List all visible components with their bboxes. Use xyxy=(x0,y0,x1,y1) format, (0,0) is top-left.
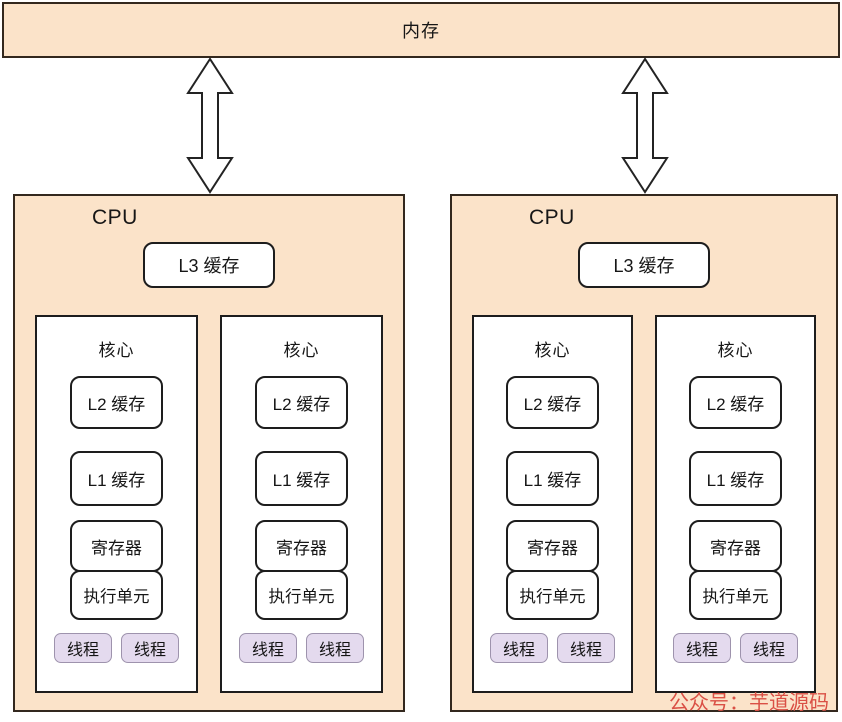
core-box: 核心 L2 缓存 L1 缓存 寄存器 执行单元 线程 线程 xyxy=(35,315,198,693)
core-label: 核心 xyxy=(283,341,320,360)
l1-cache-box: L1 缓存 xyxy=(506,451,599,506)
l1-cache-label: L1 缓存 xyxy=(523,471,582,490)
threads-row: 线程 线程 xyxy=(490,633,615,663)
l3-cache-label: L3 缓存 xyxy=(178,256,240,276)
execution-unit-label: 执行单元 xyxy=(83,588,150,606)
l2-cache-box: L2 缓存 xyxy=(506,376,599,429)
threads-row: 线程 线程 xyxy=(54,633,179,663)
registers-label: 寄存器 xyxy=(710,538,761,558)
l1-cache-label: L1 缓存 xyxy=(272,471,331,490)
execution-unit-box: 执行单元 xyxy=(70,570,163,620)
threads-row: 线程 线程 xyxy=(239,633,364,663)
threads-row: 线程 线程 xyxy=(673,633,798,663)
thread-badge: 线程 xyxy=(54,633,112,663)
l3-cache-box: L3 缓存 xyxy=(143,242,275,288)
l1-cache-box: L1 缓存 xyxy=(689,451,782,506)
cpu-label: CPU xyxy=(529,206,575,229)
core-box: 核心 L2 缓存 L1 缓存 寄存器 执行单元 线程 线程 xyxy=(220,315,383,693)
l3-cache-box: L3 缓存 xyxy=(578,242,710,288)
thread-label: 线程 xyxy=(569,642,602,659)
execution-unit-box: 执行单元 xyxy=(506,570,599,620)
l2-cache-box: L2 缓存 xyxy=(255,376,348,429)
thread-badge: 线程 xyxy=(673,633,731,663)
thread-badge: 线程 xyxy=(306,633,364,663)
thread-label: 线程 xyxy=(685,642,718,659)
l1-cache-box: L1 缓存 xyxy=(70,451,163,506)
thread-badge: 线程 xyxy=(557,633,615,663)
l2-cache-box: L2 缓存 xyxy=(70,376,163,429)
core-box: 核心 L2 缓存 L1 缓存 寄存器 执行单元 线程 线程 xyxy=(472,315,633,693)
core-label: 核心 xyxy=(98,341,135,360)
execution-unit-label: 执行单元 xyxy=(519,588,586,606)
core-label: 核心 xyxy=(534,341,571,360)
thread-badge: 线程 xyxy=(740,633,798,663)
l2-cache-label: L2 缓存 xyxy=(706,395,765,414)
double-arrow-icon xyxy=(621,57,669,194)
thread-badge: 线程 xyxy=(490,633,548,663)
core-label: 核心 xyxy=(717,341,754,360)
l2-cache-label: L2 缓存 xyxy=(272,395,331,414)
thread-label: 线程 xyxy=(251,642,284,659)
memory-box: 内存 xyxy=(2,2,840,58)
cpu-box: CPU L3 缓存 核心 L2 缓存 L1 缓存 寄存器 执行单元 线程 线程 … xyxy=(450,194,838,712)
thread-label: 线程 xyxy=(66,642,99,659)
execution-unit-box: 执行单元 xyxy=(255,570,348,620)
registers-box: 寄存器 xyxy=(506,520,599,572)
l3-cache-label: L3 缓存 xyxy=(613,256,675,276)
thread-label: 线程 xyxy=(133,642,166,659)
cores-row: 核心 L2 缓存 L1 缓存 寄存器 执行单元 线程 线程 核心 L2 缓存 L… xyxy=(35,315,383,693)
registers-label: 寄存器 xyxy=(276,538,327,558)
l2-cache-box: L2 缓存 xyxy=(689,376,782,429)
l1-cache-label: L1 缓存 xyxy=(87,471,146,490)
double-arrow-icon xyxy=(186,57,234,194)
l1-cache-label: L1 缓存 xyxy=(706,471,765,490)
registers-box: 寄存器 xyxy=(70,520,163,572)
thread-badge: 线程 xyxy=(239,633,297,663)
l1-cache-box: L1 缓存 xyxy=(255,451,348,506)
thread-label: 线程 xyxy=(318,642,351,659)
registers-label: 寄存器 xyxy=(527,538,578,558)
cpu-label: CPU xyxy=(92,206,138,229)
l2-cache-label: L2 缓存 xyxy=(87,395,146,414)
l2-cache-label: L2 缓存 xyxy=(523,395,582,414)
thread-label: 线程 xyxy=(502,642,535,659)
execution-unit-label: 执行单元 xyxy=(268,588,335,606)
registers-box: 寄存器 xyxy=(689,520,782,572)
core-box: 核心 L2 缓存 L1 缓存 寄存器 执行单元 线程 线程 xyxy=(655,315,816,693)
execution-unit-box: 执行单元 xyxy=(689,570,782,620)
execution-unit-label: 执行单元 xyxy=(702,588,769,606)
thread-label: 线程 xyxy=(752,642,785,659)
registers-label: 寄存器 xyxy=(91,538,142,558)
watermark: 公众号：芋道源码 xyxy=(669,692,829,714)
cpu-box: CPU L3 缓存 核心 L2 缓存 L1 缓存 寄存器 执行单元 线程 线程 … xyxy=(13,194,405,712)
registers-box: 寄存器 xyxy=(255,520,348,572)
memory-label: 内存 xyxy=(402,21,440,41)
thread-badge: 线程 xyxy=(121,633,179,663)
cores-row: 核心 L2 缓存 L1 缓存 寄存器 执行单元 线程 线程 核心 L2 缓存 L… xyxy=(472,315,816,693)
